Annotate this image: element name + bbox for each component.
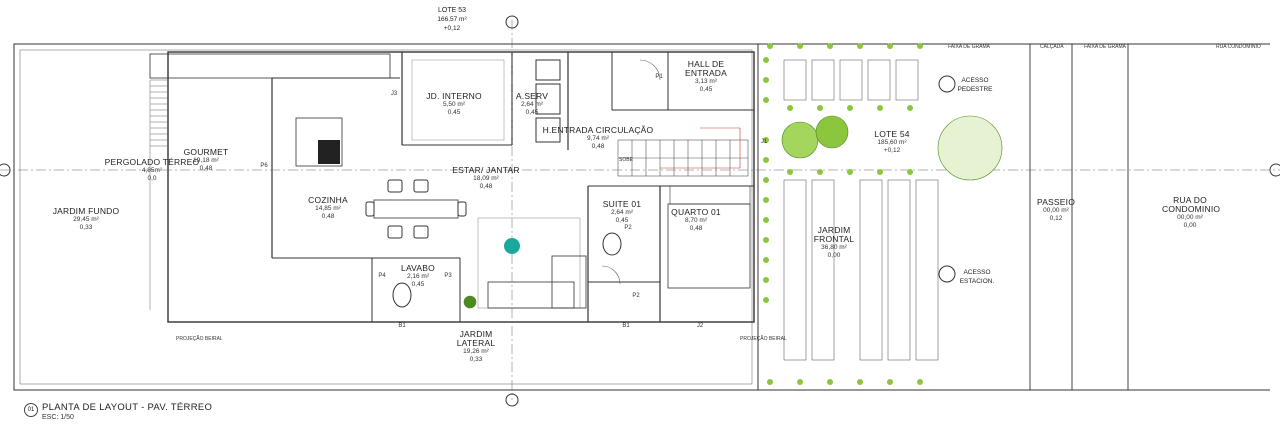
- room-name: PASSEIO: [1036, 197, 1076, 207]
- room-level: 0,48: [199, 165, 213, 172]
- room-jardim-lateral: JARDIM LATERAL 19,26 m² 0,33: [453, 330, 499, 364]
- room-level: 0,48: [689, 225, 703, 232]
- header-calcada: CALÇADA: [1040, 44, 1064, 50]
- header-rua-condominio: RUA CONDOMINIO: [1216, 44, 1261, 50]
- room-level: 0,48: [479, 183, 493, 190]
- room-level: 0,12: [1049, 215, 1063, 222]
- room-area: 14,85 m²: [315, 205, 341, 212]
- room-h-entrada: H.ENTRADA CIRCULAÇÃO 9,74 m² 0,48: [543, 126, 654, 151]
- room-name: ESTAR/ JANTAR: [452, 165, 520, 175]
- room-area: 19,26 m²: [463, 348, 489, 355]
- room-area: 2,64 m²: [520, 101, 544, 108]
- tag-j2: J2: [696, 323, 704, 329]
- room-level: 0,45: [411, 281, 425, 288]
- room-lavabo: LAVABO 2,16 m² 0,45: [401, 264, 435, 289]
- tag-j3: J3: [390, 91, 398, 97]
- room-name: LAVABO: [401, 263, 435, 273]
- house-walls: [167, 51, 755, 323]
- room-gourmet: GOURMET 19,18 m² 0,48: [184, 148, 229, 173]
- room-level: 0,45: [699, 86, 713, 93]
- lot-label: LOTE 53 166,57 m² +0,12: [437, 6, 466, 33]
- room-name: QUARTO 01: [671, 207, 721, 217]
- room-jd-interno: JD. INTERNO 5,50 m² 0,45: [426, 92, 482, 117]
- drawing-number: 01: [24, 403, 38, 417]
- access-parking: ACESSO ESTACION.: [959, 269, 995, 285]
- tag-j1: J1: [760, 139, 768, 145]
- tag-p4: P4: [378, 273, 386, 279]
- room-area: 00,00 m²: [1043, 207, 1069, 214]
- tag-up: SOBE: [619, 157, 633, 163]
- room-area: 19,18 m²: [193, 157, 219, 164]
- room-name: JD. INTERNO: [426, 91, 482, 101]
- tag-p2b: P2: [632, 293, 640, 299]
- room-level: 0,45: [447, 109, 461, 116]
- room-name: JARDIM FUNDO: [52, 206, 120, 216]
- room-area: 3,13 m²: [694, 78, 718, 85]
- projection-label-2: PROJEÇÃO BEIRAL: [740, 336, 787, 342]
- lot-level: +0,12: [443, 25, 461, 32]
- tag-p6: P6: [260, 163, 268, 169]
- room-level: 0,45: [525, 109, 539, 116]
- room-a-serv: A.SERV 2,64 m² 0,45: [516, 92, 548, 117]
- room-name: SUITE 01: [602, 199, 642, 209]
- room-lote-54: LOTE 54 185,60 m² +0,12: [874, 130, 909, 155]
- room-pergolado: PERGOLADO TÉRREO 4,85m² 0,0: [105, 158, 200, 183]
- drawing-title: PLANTA DE LAYOUT - PAV. TÉRREO: [42, 402, 213, 413]
- room-name: GOURMET: [183, 147, 229, 157]
- room-name: LOTE 54: [874, 129, 910, 139]
- header-faixa-grama: FAIXA DE GRAMA: [948, 44, 990, 50]
- room-area: 2,64 m²: [610, 209, 634, 216]
- room-area: 2,16 m²: [406, 273, 430, 280]
- room-area: 5,50 m²: [442, 101, 466, 108]
- room-cozinha: COZINHA 14,85 m² 0,48: [308, 196, 348, 221]
- tag-p3: P3: [444, 273, 452, 279]
- room-area: 9,74 m²: [586, 135, 610, 142]
- room-area: 185,60 m²: [877, 139, 907, 146]
- room-level: 0,48: [591, 143, 605, 150]
- lot-area: 166,57 m²: [437, 16, 467, 23]
- room-jardim-frontal: JARDIM FRONTAL 36,80 m² 0,00: [810, 226, 858, 260]
- header-faixa-grama-2: FAIXA DE GRAMA: [1084, 44, 1126, 50]
- room-area: 18,09 m²: [473, 175, 499, 182]
- room-name: COZINHA: [308, 195, 348, 205]
- room-level: 0,0: [147, 175, 157, 182]
- tag-p2: P2: [624, 225, 632, 231]
- room-level: 0,00: [1183, 222, 1197, 229]
- room-level: 0,33: [469, 356, 483, 363]
- tag-b1b: B1: [622, 323, 630, 329]
- room-area: 8,70 m²: [684, 217, 708, 224]
- room-level: 0,00: [827, 252, 841, 259]
- room-name: HALL DE ENTRADA: [685, 59, 728, 78]
- room-name: JARDIM LATERAL: [456, 329, 496, 348]
- room-area: 36,80 m²: [821, 244, 847, 251]
- room-level: 0,33: [79, 224, 93, 231]
- drawing-scale: ESC: 1/50: [42, 414, 74, 421]
- room-passeio: PASSEIO 00,00 m² 0,12: [1037, 198, 1075, 223]
- room-name: JARDIM FRONTAL: [813, 225, 855, 244]
- tag-p1: P1: [655, 74, 663, 80]
- room-level: 0,45: [615, 217, 629, 224]
- projection-label: PROJEÇÃO BEIRAL: [176, 336, 223, 342]
- room-rua: RUA DO CONDOMINIO 00,00 m² 0,00: [1162, 195, 1221, 230]
- lot-outline: [13, 43, 759, 391]
- room-hall-entrada: HALL DE ENTRADA 3,13 m² 0,45: [685, 60, 727, 94]
- room-level: +0,12: [883, 147, 901, 154]
- tag-b1a: B1: [398, 323, 406, 329]
- lot-name: LOTE 53: [437, 7, 466, 14]
- access-pedestrian: ACESSO PEDESTRE: [957, 77, 993, 93]
- room-estar-jantar: ESTAR/ JANTAR 18,09 m² 0,48: [452, 166, 519, 191]
- room-area: 29,45 m²: [73, 216, 99, 223]
- room-jardim-fundo: JARDIM FUNDO 29,45 m² 0,33: [53, 207, 120, 232]
- room-level: 0,48: [321, 213, 335, 220]
- room-name: A.SERV: [515, 91, 549, 101]
- room-suite: SUITE 01 2,64 m² 0,45: [603, 200, 641, 225]
- plants: [463, 115, 1003, 309]
- room-area: 4,85m²: [141, 167, 163, 174]
- room-name: H.ENTRADA CIRCULAÇÃO: [542, 125, 654, 135]
- room-quarto: QUARTO 01 8,70 m² 0,48: [671, 208, 721, 233]
- room-name: PERGOLADO TÉRREO: [104, 157, 200, 167]
- room-name: RUA DO CONDOMINIO: [1162, 195, 1221, 214]
- room-area: 00,00 m²: [1177, 214, 1203, 221]
